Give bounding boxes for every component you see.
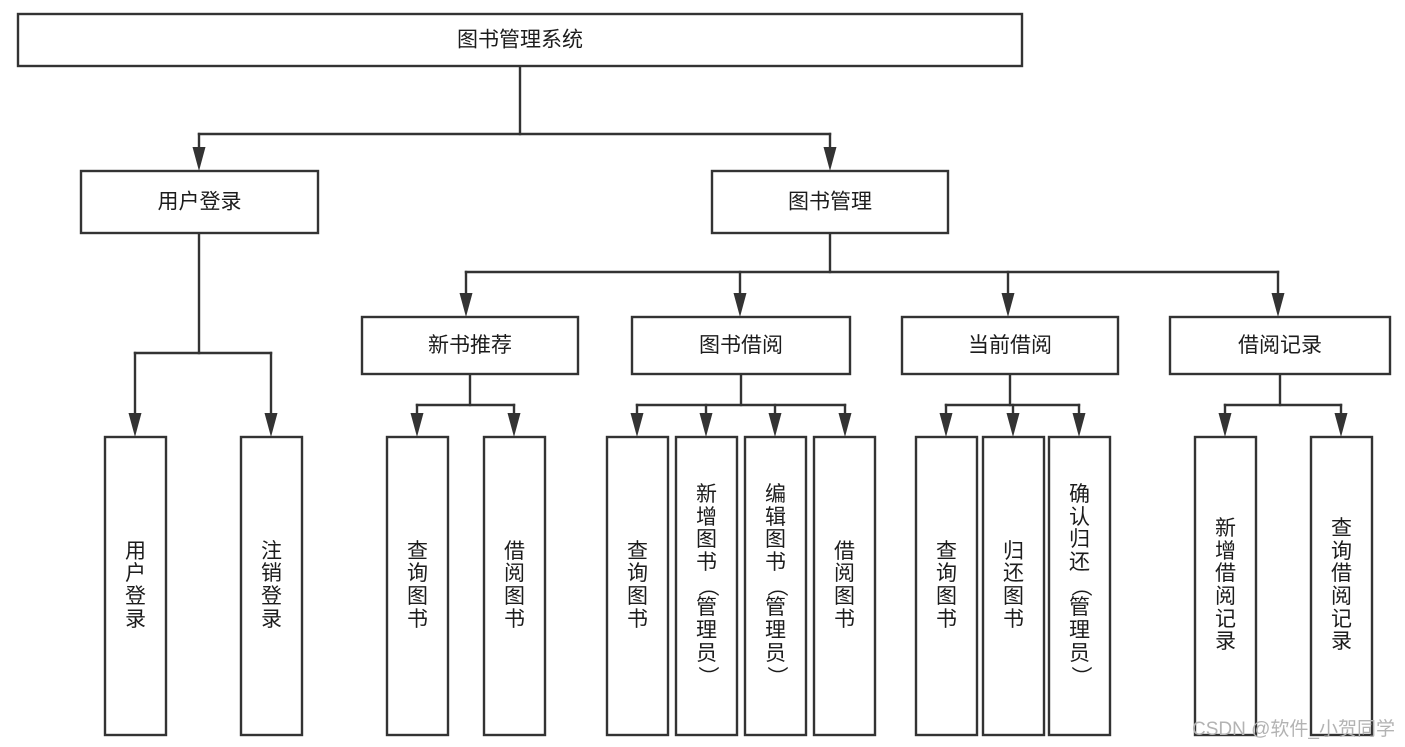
node-box-leaf-borrow-book-rec [482,435,547,737]
node-box-leaf-logout [239,435,304,737]
node-box-leaf-query-borrow-record [1309,435,1374,737]
connector-group-borrowrecord-to-leaves [1218,372,1348,437]
node-box-book-borrow [630,315,852,376]
connector-group-bookborrow-to-leaves [630,372,852,437]
connector-layer [128,64,1348,437]
node-box-book-manage [710,169,950,235]
node-box-user-login [79,169,320,235]
arrow-head-icon [823,147,837,171]
node-box-leaf-confirm-return-admin [1047,435,1112,737]
arrow-head-icon [192,147,206,171]
arrow-head-icon [1334,413,1348,437]
node-box-leaf-add-book-admin [674,435,739,737]
node-label-book-borrow: 图书借阅 [699,334,783,357]
node-box-leaf-borrow-book [812,435,877,737]
arrow-head-icon [410,413,424,437]
arrow-head-icon [768,413,782,437]
node-label-book-manage: 图书管理 [788,191,872,214]
connector-group-root-to-level1 [192,64,837,171]
arrow-head-icon [1001,293,1015,317]
node-label-new-book-rec: 新书推荐 [428,334,512,357]
node-label-root: 图书管理系统 [457,29,583,52]
node-box-leaf-query-book-rec [385,435,450,737]
node-box-leaf-user-login [103,435,168,737]
node-box-leaf-query-book-current [914,435,979,737]
arrow-head-icon [1218,413,1232,437]
node-box-leaf-edit-book-admin [743,435,808,737]
node-label-user-login: 用户登录 [158,191,242,214]
arrow-head-icon [264,413,278,437]
connector-group-newbookrec-to-leaves [410,372,521,437]
arrow-head-icon [1006,413,1020,437]
node-box-leaf-query-book-borrow [605,435,670,737]
connector-group-userlogin-to-leaves [128,231,278,437]
node-box-leaf-add-borrow-record [1193,435,1258,737]
node-label-borrow-record: 借阅记录 [1238,334,1322,357]
node-box-borrow-record [1168,315,1392,376]
arrow-head-icon [630,413,644,437]
node-box-root [16,12,1024,68]
node-box-leaf-return-book [981,435,1046,737]
node-box-current-borrow [900,315,1120,376]
arrow-head-icon [733,293,747,317]
node-box-layer [16,12,1392,737]
node-box-new-book-rec [360,315,580,376]
arrow-head-icon [1271,293,1285,317]
arrow-head-icon [838,413,852,437]
connector-group-currentborrow-to-leaves [939,372,1086,437]
arrow-head-icon [939,413,953,437]
arrow-head-icon [699,413,713,437]
arrow-head-icon [128,413,142,437]
arrow-head-icon [507,413,521,437]
node-label-current-borrow: 当前借阅 [968,334,1052,357]
arrow-head-icon [459,293,473,317]
arrow-head-icon [1072,413,1086,437]
connector-group-bookmanage-to-level2 [459,231,1285,317]
